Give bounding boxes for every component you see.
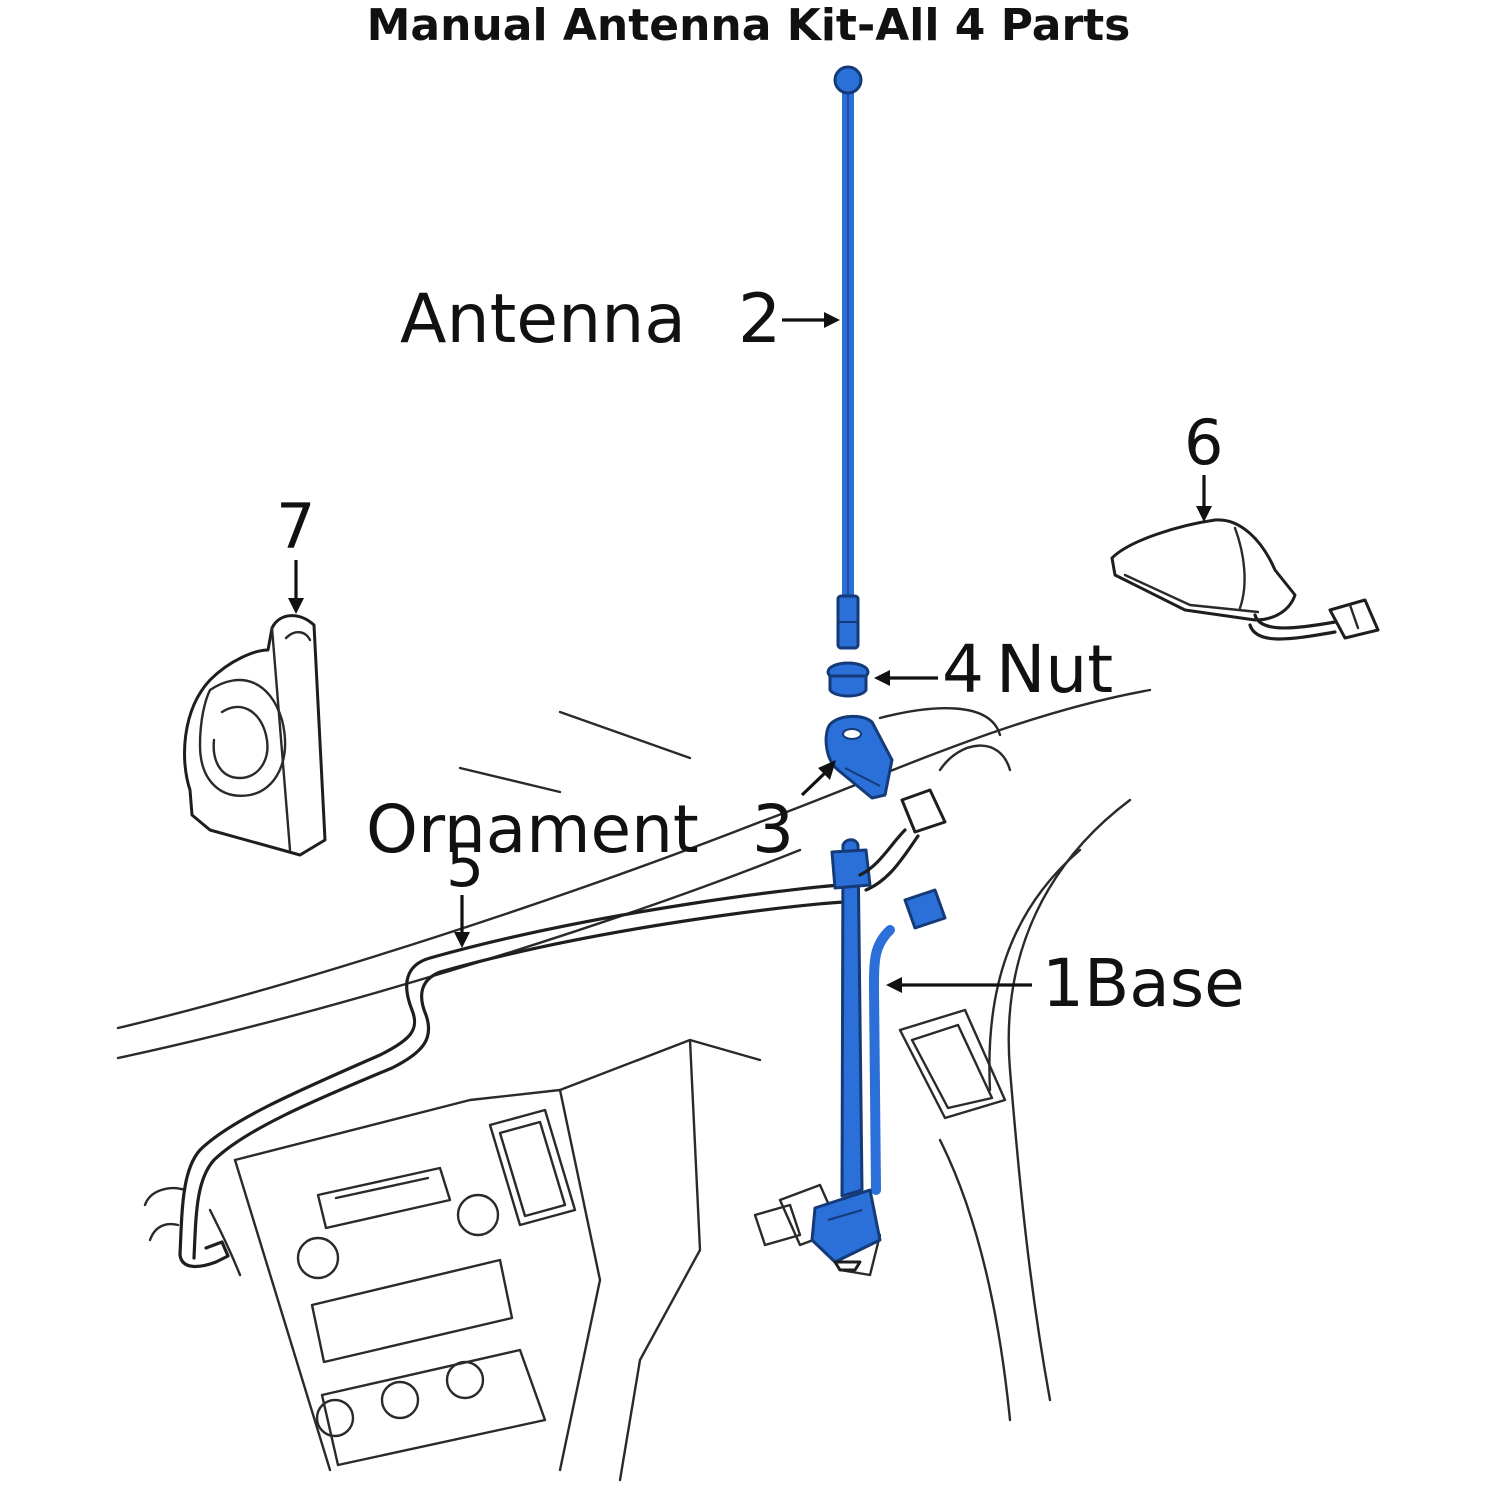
shark-fin-number: 6 [1184,406,1223,479]
ornament-number: 3 [752,791,794,868]
ornament-label: Ornament [366,791,699,868]
cable-number: 5 [446,831,484,901]
cable-part [178,883,850,1268]
shark-fin-part [1110,518,1380,641]
horn-number: 7 [276,490,315,563]
diagram-title: Manual Antenna Kit-All 4 Parts [366,0,1131,51]
callout-arrows [288,312,1212,993]
horn-part [183,614,327,857]
callout-labels: Antenna 2 4 Nut Ornament 3 1 Base 5 6 7 [276,280,1245,1022]
base-part [810,788,947,1272]
nut-number: 4 [942,631,984,708]
base-label: Base [1084,945,1245,1022]
nut-label: Nut [996,631,1113,708]
antenna-number: 2 [738,280,781,359]
nut-part [826,661,870,698]
antenna-label: Antenna [400,280,686,359]
arrow-ornament [800,770,828,797]
base-number: 1 [1042,945,1084,1022]
ornament-part [824,714,894,800]
antenna-mast-part [833,65,863,650]
